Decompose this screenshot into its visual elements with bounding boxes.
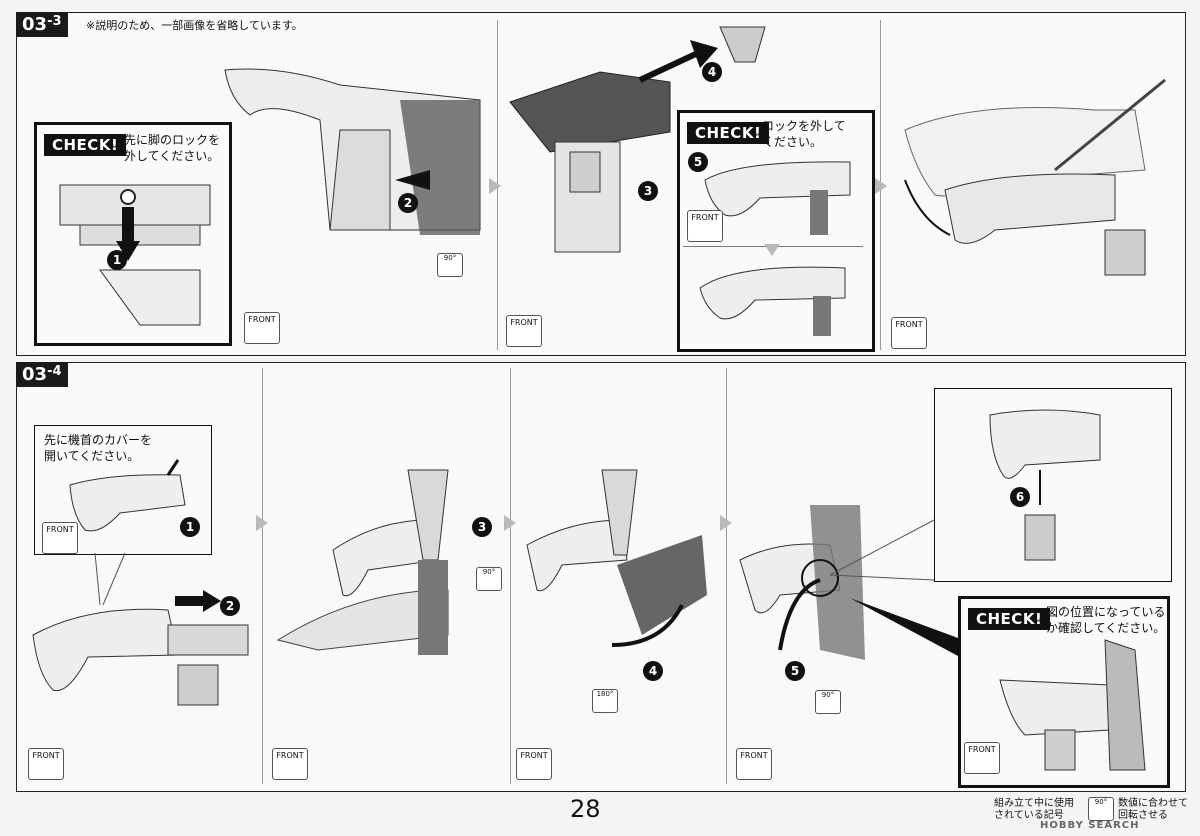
check-text: 図の位置になっている か確認してください。 [1046,605,1166,635]
step-number-2: 2 [398,193,418,213]
step-number-5: 5 [785,661,805,681]
step-number-5: 5 [688,152,708,172]
front-indicator: FRONT [687,210,723,242]
unlock-illustration-lower [699,266,846,336]
front-indicator: FRONT [964,742,1000,774]
check-badge: CHECK! [968,608,1051,630]
step-number-6: 6 [1010,487,1030,507]
front-indicator: FRONT [516,748,552,780]
legend-right: 数値に合わせて 回転させる [1118,798,1188,821]
front-indicator: FRONT [244,312,280,344]
step-number-1: 1 [180,517,200,537]
step-arrow-icon [875,178,887,194]
check-pointer [850,598,958,656]
rotate-90-icon: 90° [437,253,463,277]
step-arrow-icon [489,178,501,194]
step-number-3: 3 [638,181,658,201]
nose-swing-illustration [276,469,449,655]
step-number-2: 2 [220,596,240,616]
step-main: 03 [22,14,48,35]
legend-rotate-icon: 90° [1088,797,1114,821]
divider [262,368,263,784]
step-number-3: 3 [472,517,492,537]
inset-callout-lines [829,519,935,581]
legend-left: 組み立て中に使用 されている記号 [994,798,1074,821]
detail-inset-illustration [989,409,1101,561]
check-box-unlock [677,110,875,352]
unlock-illustration-upper [704,161,851,235]
step-number-1: 1 [107,250,127,270]
step-tag-03-4: 03-4 [16,362,68,387]
check-text: ロックを外して ください。 [762,119,846,149]
cover-callout-lines [94,552,126,606]
step-tag-03-3: 03-3 [16,12,68,37]
front-indicator: FRONT [736,748,772,780]
front-indicator: FRONT [272,748,308,780]
watermark: HOBBY SEARCH [1040,820,1140,831]
divider [726,368,727,784]
final-position-illustration [739,505,865,660]
front-indicator: FRONT [28,748,64,780]
nose-rotation-illustration [904,78,1166,276]
step-number-4: 4 [643,661,663,681]
step-main: 03 [22,364,48,385]
rotate-90-icon: 90° [476,567,502,591]
divider [683,246,863,247]
cover-open-illustration [69,459,186,532]
leg-rotate-illustration [526,469,707,647]
step-arrow-icon [504,515,516,531]
check-badge: CHECK! [44,134,127,156]
page-number: 28 [570,795,601,823]
check-text: 先に脚のロックを 外してください。 [124,133,221,163]
aircraft-nose-illustration [224,68,481,235]
leg-detach-illustration [509,26,766,253]
front-indicator: FRONT [42,522,78,554]
divider [510,368,511,784]
rotate-180-icon: 180° [592,689,618,713]
position-check-illustration [999,639,1146,771]
front-indicator: FRONT [506,315,542,347]
step-arrow-icon [720,515,732,531]
leg-lock-illustration [59,184,211,326]
pre-note-text: 先に機首のカバーを 開いてください。 [44,433,153,463]
omission-note: ※説明のため、一部画像を省略しています。 [86,19,303,32]
front-indicator: FRONT [891,317,927,349]
step-number-4: 4 [702,62,722,82]
slide-arrow [175,590,221,612]
step-sub: -3 [47,14,62,29]
leg-detach-arrow [638,40,718,83]
rotate-90-icon: 90° [815,690,841,714]
step-arrow-icon [256,515,268,531]
step-arrow-icon [764,244,780,256]
check-badge: CHECK! [687,122,770,144]
nose-slide-illustration [32,608,249,706]
step-sub: -4 [47,364,62,379]
